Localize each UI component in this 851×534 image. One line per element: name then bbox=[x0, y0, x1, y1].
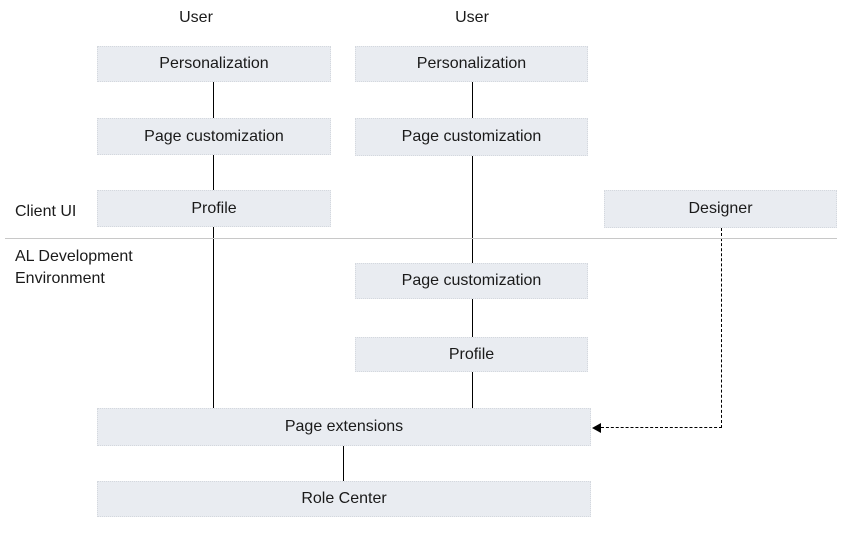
arrowhead-into-page-extensions bbox=[592, 423, 601, 433]
dashed-connector-designer-horizontal bbox=[601, 427, 722, 428]
box-page-extensions: Page extensions bbox=[97, 408, 591, 446]
box-page-customization-mid-client: Page customization bbox=[355, 118, 588, 156]
connector-left-profile-pageextensions bbox=[213, 227, 214, 408]
user-label-right: User bbox=[455, 9, 489, 26]
box-profile-left: Profile bbox=[97, 190, 331, 227]
layer-divider-line bbox=[5, 238, 837, 239]
box-personalization-left: Personalization bbox=[97, 46, 331, 82]
connector-mid-personalization-pagecust bbox=[472, 82, 473, 118]
box-personalization-mid: Personalization bbox=[355, 46, 588, 82]
box-page-customization-mid-dev: Page customization bbox=[355, 263, 588, 299]
al-dev-environment-label: AL Development Environment bbox=[15, 248, 133, 287]
connector-mid-pagecust-profile bbox=[472, 299, 473, 337]
box-designer: Designer bbox=[604, 190, 837, 228]
connector-mid-pagecust-pagecust bbox=[472, 156, 473, 263]
connector-left-pagecust-profile bbox=[213, 155, 214, 190]
client-ui-label: Client UI bbox=[15, 203, 77, 220]
box-role-center: Role Center bbox=[97, 481, 591, 517]
dashed-connector-designer-vertical bbox=[721, 228, 722, 428]
user-label-left: User bbox=[179, 9, 213, 26]
connector-mid-profile-pageextensions bbox=[472, 372, 473, 408]
connector-left-personalization-pagecust bbox=[213, 82, 214, 118]
box-profile-mid: Profile bbox=[355, 337, 588, 372]
connector-pageextensions-rolecenter bbox=[343, 446, 344, 481]
box-page-customization-left: Page customization bbox=[97, 118, 331, 155]
